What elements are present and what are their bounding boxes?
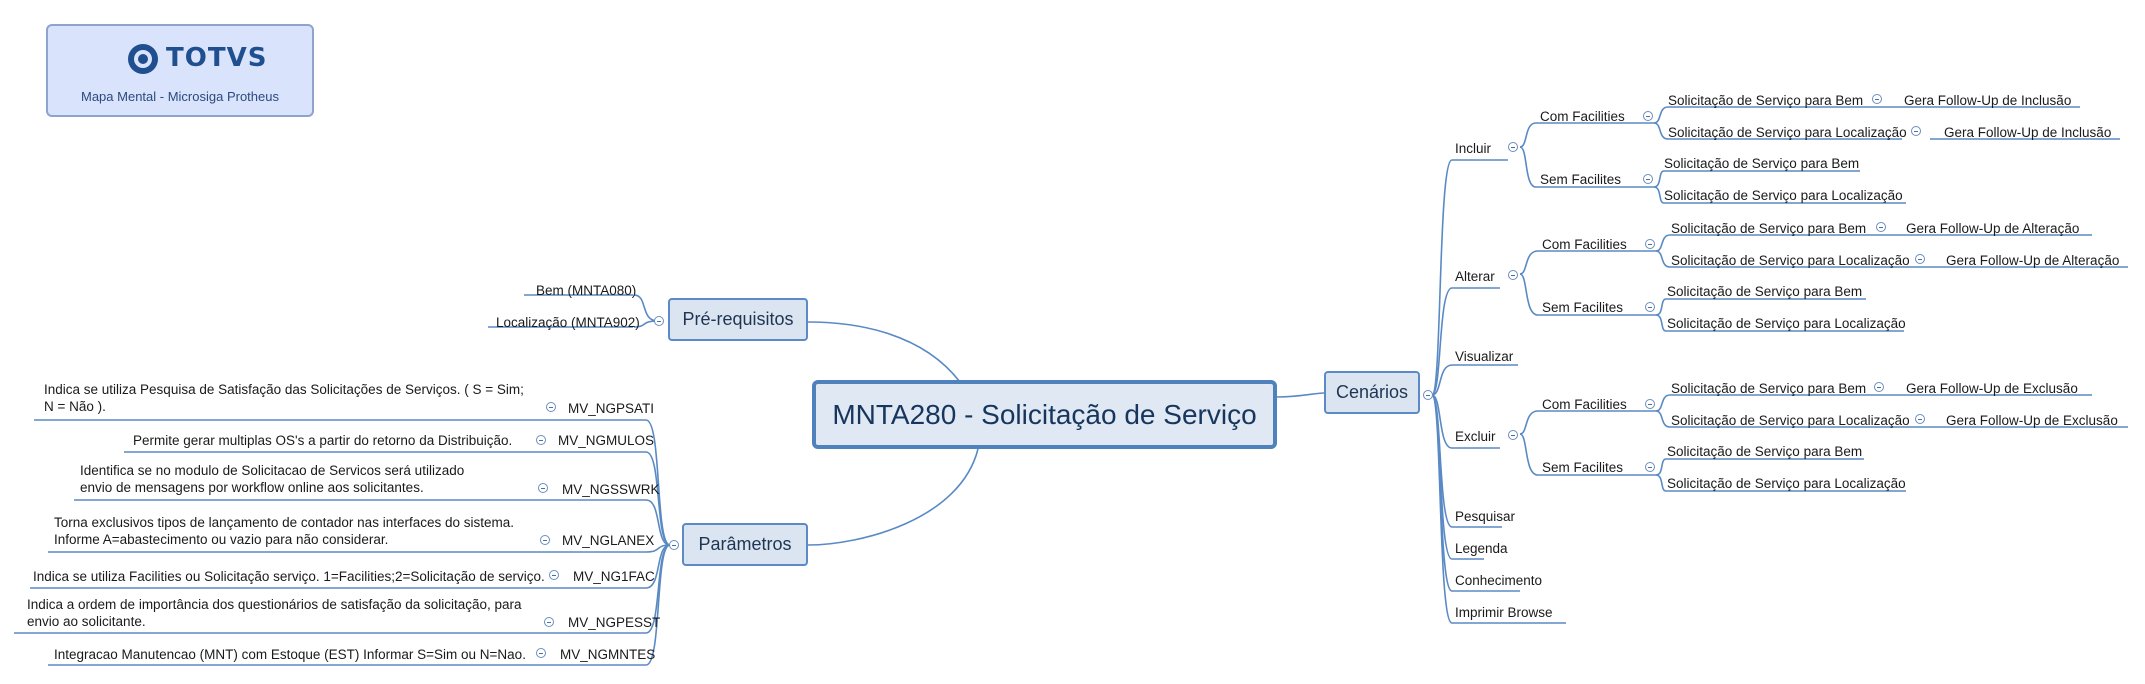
request-for-location[interactable]: Solicitação de Serviço para Localização	[1667, 476, 1906, 491]
param-description: Integracao Manutencao (MNT) com Estoque …	[54, 647, 526, 662]
branch-prerequisites[interactable]: Pré-requisitos	[668, 298, 808, 341]
param-code[interactable]: MV_NG1FAC	[573, 569, 655, 584]
request-for-asset[interactable]: Solicitação de Serviço para Bem	[1671, 221, 1867, 236]
collapse-toggle-icon[interactable]	[1643, 111, 1653, 121]
param-description: Indica a ordem de importância dos questi…	[27, 597, 522, 629]
param-code[interactable]: MV_NGPSATI	[568, 401, 655, 416]
logo-brand: TOTVS	[166, 43, 268, 73]
scenario-excluir[interactable]: Excluir	[1455, 429, 1496, 444]
request-for-location[interactable]: Solicitação de Serviço para Localização	[1671, 413, 1910, 428]
follow-up-inclusion[interactable]: Gera Follow-Up de Inclusão	[1944, 125, 2112, 140]
param-description: Permite gerar multiplas OS's a partir do…	[133, 433, 513, 448]
collapse-toggle-icon[interactable]	[1643, 174, 1653, 184]
collapse-toggle-icon[interactable]	[1645, 399, 1655, 409]
collapse-toggle-icon[interactable]	[1508, 142, 1518, 152]
totvs-logo-icon	[128, 44, 158, 74]
follow-up-alteration[interactable]: Gera Follow-Up de Alteração	[1946, 253, 2120, 268]
collapse-toggle-icon[interactable]	[546, 402, 556, 412]
collapse-toggle-icon[interactable]	[1872, 94, 1882, 104]
collapse-toggle-icon[interactable]	[1645, 239, 1655, 249]
collapse-toggle-icon[interactable]	[549, 570, 559, 580]
request-for-asset[interactable]: Solicitação de Serviço para Bem	[1664, 156, 1860, 171]
collapse-toggle-icon[interactable]	[1508, 430, 1518, 440]
request-for-asset[interactable]: Solicitação de Serviço para Bem	[1671, 381, 1867, 396]
collapse-toggle-icon[interactable]	[1876, 222, 1886, 232]
follow-up-exclusion[interactable]: Gera Follow-Up de Exclusão	[1946, 413, 2118, 428]
request-for-location[interactable]: Solicitação de Serviço para Localização	[1671, 253, 1910, 268]
param-description: Torna exclusivos tipos de lançamento de …	[54, 515, 515, 547]
param-code[interactable]: MV_NGMULOS	[558, 433, 655, 448]
follow-up-alteration[interactable]: Gera Follow-Up de Alteração	[1906, 221, 2080, 236]
collapse-toggle-icon[interactable]	[654, 316, 664, 326]
totvs-logo: TOTVS Mapa Mental - Microsiga Protheus	[46, 24, 314, 117]
scenario-without-facilities[interactable]: Sem Facilites	[1542, 460, 1624, 475]
scenario-imprimir-browse[interactable]: Imprimir Browse	[1455, 605, 1553, 620]
collapse-toggle-icon[interactable]	[1423, 390, 1433, 400]
collapse-toggle-icon[interactable]	[1645, 462, 1655, 472]
collapse-toggle-icon[interactable]	[538, 483, 548, 493]
scenario-without-facilities[interactable]: Sem Facilites	[1540, 172, 1622, 187]
collapse-toggle-icon[interactable]	[540, 535, 550, 545]
prereq-item[interactable]: Localização (MNTA902)	[496, 315, 640, 330]
param-code[interactable]: MV_NGSSWRK	[562, 482, 660, 497]
collapse-toggle-icon[interactable]	[544, 617, 554, 627]
request-for-location[interactable]: Solicitação de Serviço para Localização	[1667, 316, 1906, 331]
follow-up-inclusion[interactable]: Gera Follow-Up de Inclusão	[1904, 93, 2072, 108]
scenario-incluir[interactable]: Incluir	[1455, 141, 1492, 156]
collapse-toggle-icon[interactable]	[536, 648, 546, 658]
collapse-toggle-icon[interactable]	[1911, 126, 1921, 136]
scenario-legenda[interactable]: Legenda	[1455, 541, 1508, 556]
collapse-toggle-icon[interactable]	[536, 435, 546, 445]
scenario-alterar[interactable]: Alterar	[1455, 269, 1495, 284]
scenario-pesquisar[interactable]: Pesquisar	[1455, 509, 1516, 524]
central-topic[interactable]: MNTA280 - Solicitação de Serviço	[812, 380, 1277, 449]
follow-up-exclusion[interactable]: Gera Follow-Up de Exclusão	[1906, 381, 2078, 396]
scenario-with-facilities[interactable]: Com Facilities	[1540, 109, 1625, 124]
collapse-toggle-icon[interactable]	[669, 540, 679, 550]
request-for-asset[interactable]: Solicitação de Serviço para Bem	[1668, 93, 1864, 108]
scenario-conhecimento[interactable]: Conhecimento	[1455, 573, 1543, 588]
logo-subtitle: Mapa Mental - Microsiga Protheus	[81, 89, 279, 104]
request-for-asset[interactable]: Solicitação de Serviço para Bem	[1667, 444, 1863, 459]
collapse-toggle-icon[interactable]	[1874, 382, 1884, 392]
collapse-toggle-icon[interactable]	[1508, 270, 1518, 280]
param-description: Indica se utiliza Facilities ou Solicita…	[33, 569, 545, 584]
request-for-location[interactable]: Solicitação de Serviço para Localização	[1668, 125, 1907, 140]
param-code[interactable]: MV_NGPESST	[568, 615, 661, 630]
param-description: Identifica se no modulo de Solicitacao d…	[80, 463, 465, 495]
param-description: Indica se utiliza Pesquisa de Satisfação…	[44, 382, 524, 414]
scenario-with-facilities[interactable]: Com Facilities	[1542, 237, 1627, 252]
collapse-toggle-icon[interactable]	[1915, 414, 1925, 424]
request-for-asset[interactable]: Solicitação de Serviço para Bem	[1667, 284, 1863, 299]
collapse-toggle-icon[interactable]	[1645, 302, 1655, 312]
prereq-item[interactable]: Bem (MNTA080)	[536, 283, 637, 298]
request-for-location[interactable]: Solicitação de Serviço para Localização	[1664, 188, 1903, 203]
collapse-toggle-icon[interactable]	[1915, 254, 1925, 264]
param-code[interactable]: MV_NGLANEX	[562, 533, 655, 548]
scenario-without-facilities[interactable]: Sem Facilites	[1542, 300, 1624, 315]
scenario-with-facilities[interactable]: Com Facilities	[1542, 397, 1627, 412]
scenario-visualizar[interactable]: Visualizar	[1455, 349, 1514, 364]
branch-parameters[interactable]: Parâmetros	[682, 523, 808, 566]
param-code[interactable]: MV_NGMNTES	[560, 647, 656, 662]
branch-scenarios[interactable]: Cenários	[1324, 371, 1420, 414]
